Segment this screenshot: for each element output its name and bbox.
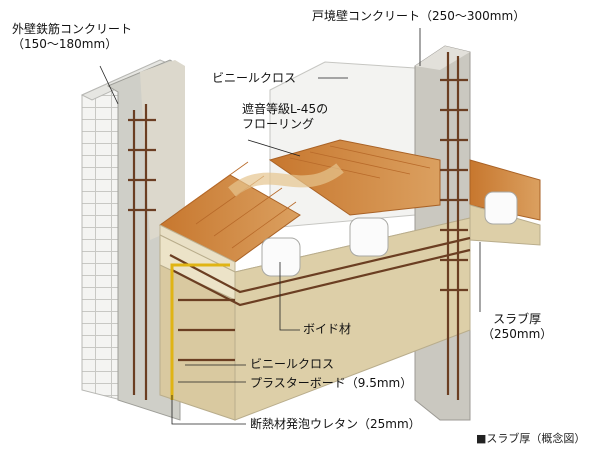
void-forms: [261, 191, 518, 277]
diagram-caption: ■スラブ厚（概念図）: [476, 432, 586, 445]
label-exterior-wall-line2: （150〜180mm）: [12, 37, 118, 51]
label-flooring-line2: フローリング: [242, 117, 315, 131]
leader-lines: [99, 28, 481, 425]
label-slab-line1: スラブ厚: [493, 312, 542, 326]
rebar: [128, 52, 471, 400]
label-vinyl-cloth-top: ビニールクロス: [212, 71, 297, 85]
label-exterior-wall-line1: 外壁鉄筋コンクリート: [12, 22, 133, 36]
label-plasterboard: プラスターボード（9.5mm）: [250, 376, 413, 390]
label-vinyl-cloth-bottom: ビニールクロス: [250, 357, 335, 371]
label-exterior-wall: 外壁鉄筋コンクリート （150〜180mm）: [12, 22, 132, 52]
label-flooring-line1: 遮音等級L-45の: [242, 102, 329, 116]
label-insulation: 断熱材発泡ウレタン（25mm）: [250, 417, 421, 431]
label-slab-line2: （250mm）: [482, 327, 553, 341]
label-slab: スラブ厚 （250mm）: [482, 312, 552, 342]
insulation-layer: [170, 263, 230, 400]
label-void: ボイド材: [303, 322, 352, 336]
label-flooring: 遮音等級L-45の フローリング: [242, 102, 328, 132]
label-partition-wall: 戸境壁コンクリート（250〜300mm）: [312, 9, 526, 23]
